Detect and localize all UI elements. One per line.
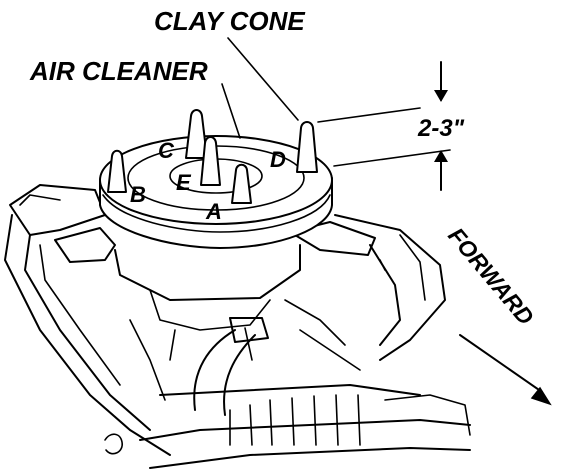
clay-cone-c bbox=[185, 109, 208, 159]
leader-lines bbox=[221, 37, 299, 139]
clay-cones: C B E A D bbox=[107, 109, 318, 224]
clay-cone-e bbox=[200, 136, 221, 186]
cone-label-c: C bbox=[158, 138, 175, 163]
forward-arrow bbox=[459, 334, 552, 406]
cone-label-d: D bbox=[270, 147, 286, 172]
clay-cone-a bbox=[231, 163, 252, 204]
gap-dimension bbox=[317, 61, 451, 191]
cone-label-b: B bbox=[130, 182, 146, 207]
cone-label-e: E bbox=[176, 170, 192, 195]
cone-label-a: A bbox=[205, 199, 222, 224]
clay-cone-label: CLAY CONE bbox=[154, 6, 305, 36]
clay-cone-d bbox=[296, 121, 318, 173]
engine-block bbox=[4, 184, 471, 469]
forward-label: FORWARD bbox=[443, 223, 539, 330]
air-cleaner-label: AIR CLEANER bbox=[29, 56, 208, 86]
clay-cone-b bbox=[107, 149, 127, 193]
gap-label: 2-3" bbox=[417, 115, 465, 142]
